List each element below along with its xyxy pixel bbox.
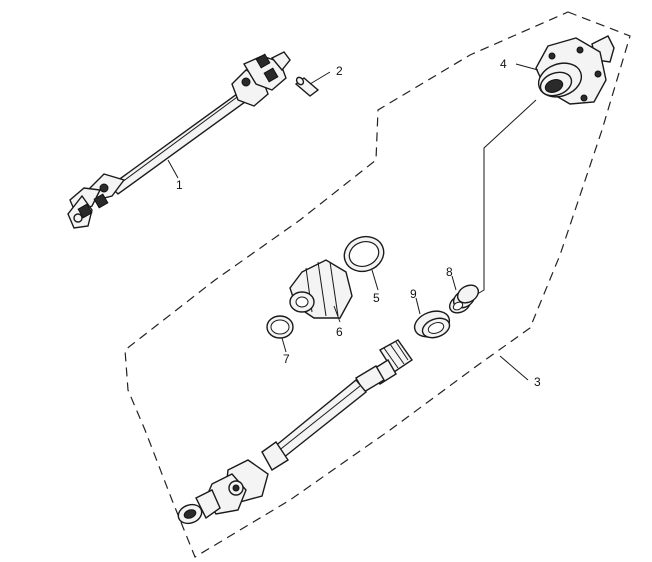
callout-6: 6 (336, 325, 343, 339)
large-o-ring (343, 235, 385, 291)
lower-u-joint (67, 173, 126, 229)
rubber-boot (289, 259, 353, 323)
lower-steering-shaft (177, 339, 529, 525)
assembly-boundary (124, 11, 631, 558)
lower-shaft-u-joint (177, 459, 269, 525)
callout-8: 8 (446, 265, 453, 279)
callout-7: 7 (283, 352, 290, 366)
flange-housing (473, 35, 615, 297)
upper-drive-shaft (67, 51, 291, 229)
callout-9: 9 (410, 287, 417, 301)
callout-5: 5 (373, 291, 380, 305)
callout-4: 4 (500, 57, 507, 71)
bushing (413, 297, 451, 339)
callout-3: 3 (534, 375, 541, 389)
pin (294, 71, 331, 97)
spring (448, 275, 480, 314)
upper-u-joint (231, 51, 291, 107)
callout-1: 1 (176, 178, 183, 192)
callout-2: 2 (336, 64, 343, 78)
small-o-ring (266, 315, 294, 353)
